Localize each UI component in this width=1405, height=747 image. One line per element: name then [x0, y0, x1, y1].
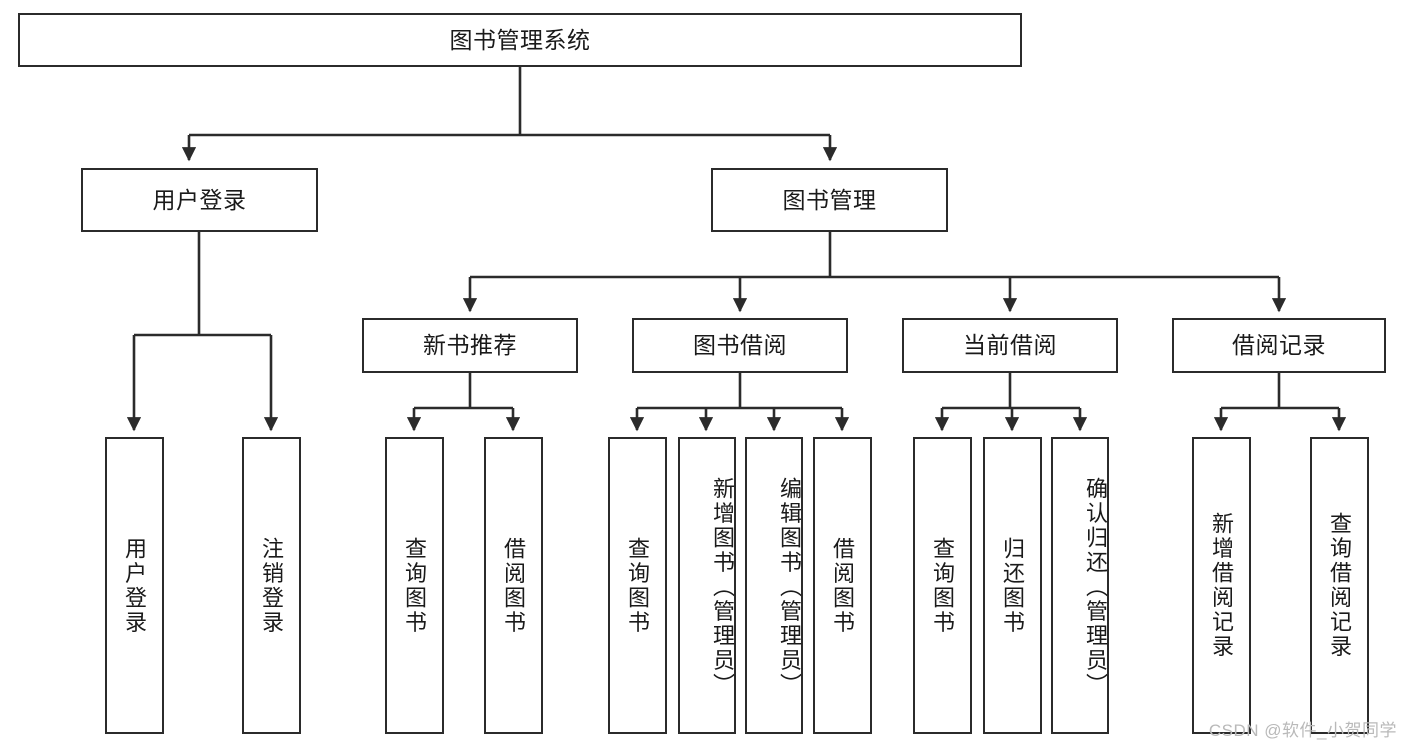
leaf-borrow-books-recommend[interactable]: 借阅图书 [484, 437, 543, 734]
node-borrow-records[interactable]: 借阅记录 [1172, 318, 1386, 373]
leaf-logout[interactable]: 注销登录 [242, 437, 301, 734]
node-new-book-recommend[interactable]: 新书推荐 [362, 318, 578, 373]
leaf-query-books-recommend[interactable]: 查询图书 [385, 437, 444, 734]
leaf-query-books-current[interactable]: 查询图书 [913, 437, 972, 734]
leaf-user-login[interactable]: 用户登录 [105, 437, 164, 734]
leaf-query-books-borrow[interactable]: 查询图书 [608, 437, 667, 734]
node-book-management[interactable]: 图书管理 [711, 168, 948, 232]
node-root-system[interactable]: 图书管理系统 [18, 13, 1022, 67]
csdn-watermark: CSDN @软件_小贺同学 [1208, 721, 1397, 740]
leaf-confirm-return-admin[interactable]: 确认归还（管理员） [1051, 437, 1109, 734]
leaf-edit-book-admin[interactable]: 编辑图书（管理员） [745, 437, 803, 734]
leaf-return-books[interactable]: 归还图书 [983, 437, 1042, 734]
node-user-login[interactable]: 用户登录 [81, 168, 318, 232]
leaf-add-borrow-record[interactable]: 新增借阅记录 [1192, 437, 1251, 734]
leaf-borrow-books[interactable]: 借阅图书 [813, 437, 872, 734]
node-current-borrow[interactable]: 当前借阅 [902, 318, 1118, 373]
leaf-query-borrow-record[interactable]: 查询借阅记录 [1310, 437, 1369, 734]
leaf-add-book-admin[interactable]: 新增图书（管理员） [678, 437, 736, 734]
node-book-borrow[interactable]: 图书借阅 [632, 318, 848, 373]
